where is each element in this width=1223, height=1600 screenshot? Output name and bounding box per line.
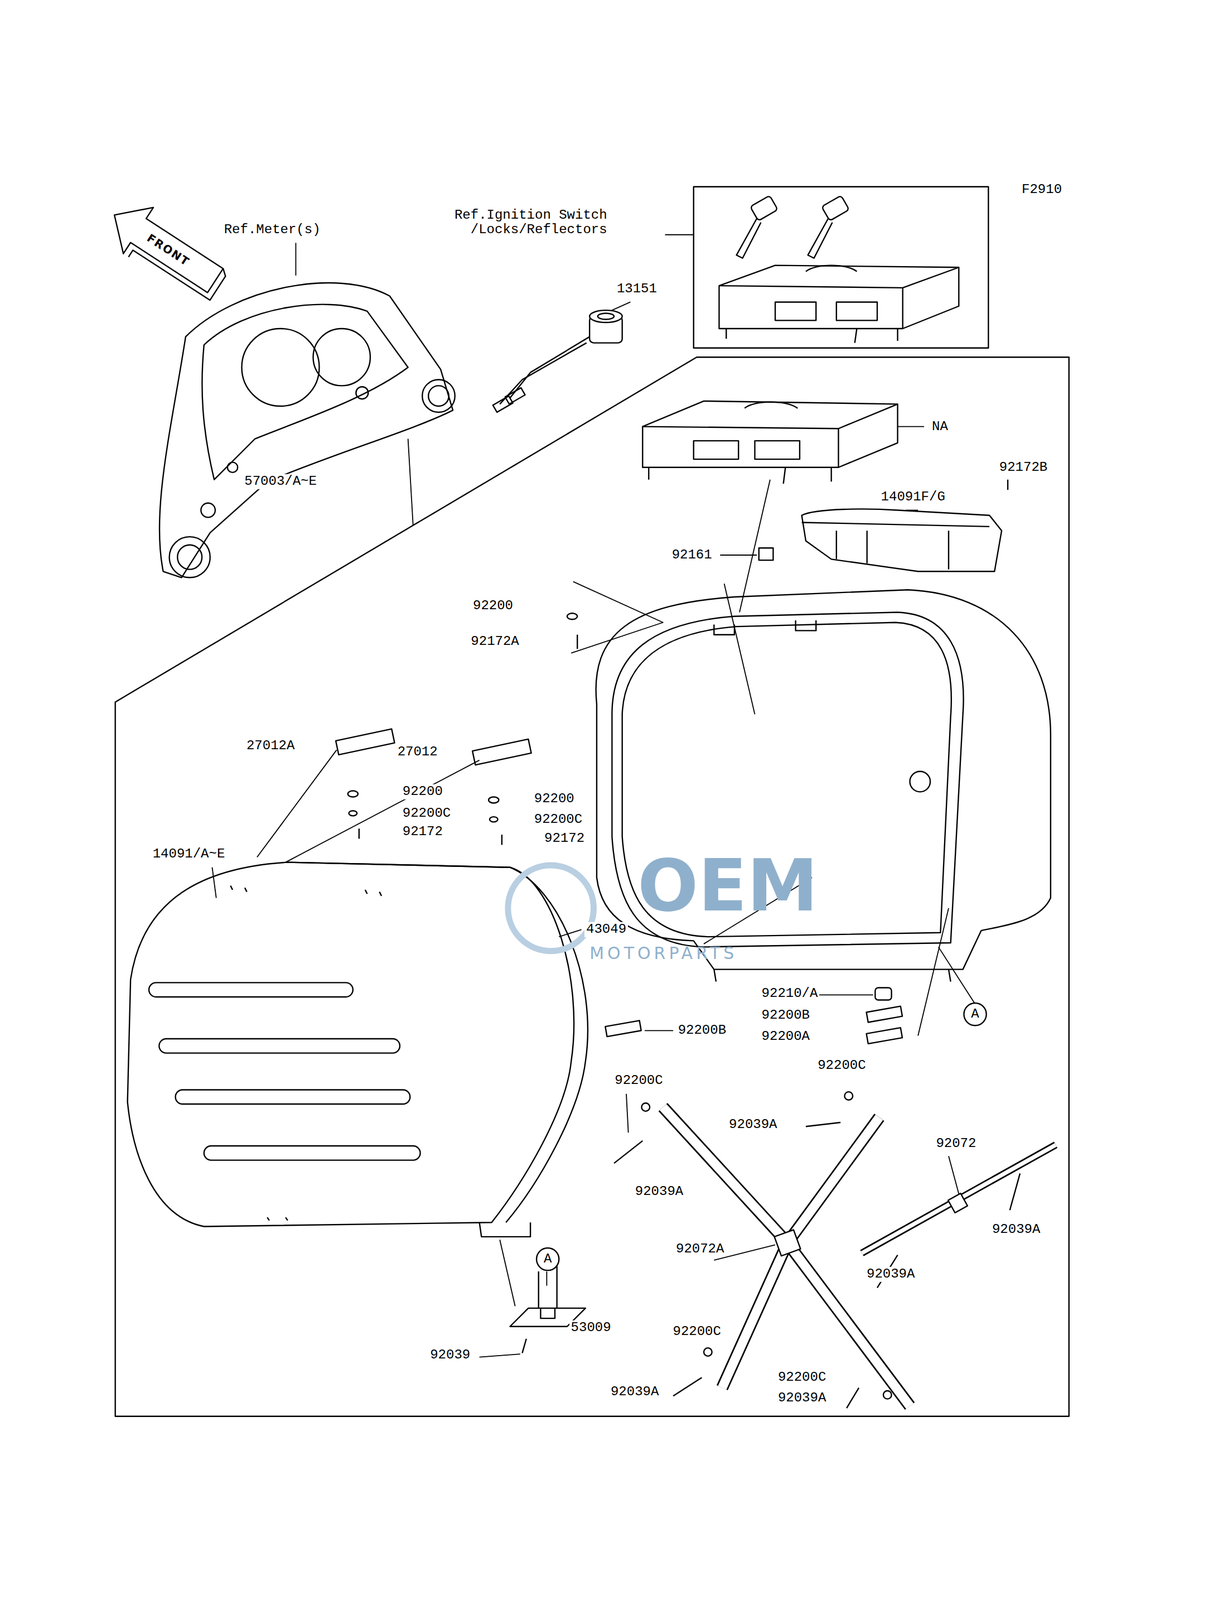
circle-marker-letter: A (970, 1006, 979, 1022)
key-pair (736, 195, 850, 258)
saddlebag-body (596, 589, 1051, 981)
callout-number: NA (930, 418, 950, 434)
callout-number: 27012 (395, 744, 440, 760)
watermark-logo (508, 864, 594, 951)
callout-number: 92039A (776, 1390, 828, 1405)
callout-number: 53009 (569, 1319, 613, 1334)
callout-number: 92039A (608, 1384, 661, 1399)
figure-code: F2910 (1020, 182, 1064, 197)
reference-note: Ref.Meter(s) (222, 221, 323, 237)
callout-number: 92172 (542, 830, 587, 846)
leader-line (211, 234, 975, 1357)
watermark: OEM (637, 856, 819, 914)
callout-number: 92039A (633, 1183, 685, 1199)
callout-number: 57003/A~E (242, 474, 319, 489)
callout-number: 92200B (760, 1007, 812, 1023)
callout-number: 92172 (400, 823, 445, 839)
callout-number: 92172B (997, 459, 1050, 475)
bracket-part (335, 728, 395, 755)
circle-marker (963, 1002, 986, 1026)
circle-marker-letter: A (543, 1251, 552, 1266)
group-frame (115, 356, 1070, 1416)
callout-number: 92210/A (760, 985, 820, 1001)
callout-number: 92200C (670, 1323, 723, 1339)
callout-number: 92072 (934, 1136, 978, 1151)
reference-note: Ref.Ignition Switch /Locks/Reflectors (448, 207, 609, 238)
callout-number: 92172A (469, 634, 521, 649)
circle-marker (536, 1247, 559, 1270)
callout-number: 92200A (760, 1028, 812, 1044)
cover-part (801, 508, 1002, 572)
nut-part (875, 987, 892, 1000)
watermark: MOTORPARTS (589, 943, 738, 963)
callout-number: 92200C (776, 1369, 828, 1385)
lock-unit (718, 265, 959, 343)
lock-unit (642, 400, 898, 484)
callout-number: 43049 (584, 921, 628, 937)
reference-frame (693, 186, 989, 348)
callout-number: 92200B (676, 1022, 728, 1038)
plate-part (605, 1020, 641, 1037)
callout-number: 13151 (615, 281, 659, 296)
callout-number: 27012A (244, 738, 297, 753)
callout-number: 92039 (428, 1347, 472, 1362)
callout-number: 14091/A~E (151, 846, 227, 862)
socket-part (492, 310, 623, 413)
bracket-part (510, 1264, 586, 1327)
gasket-line (287, 862, 588, 1223)
meter-panel (159, 282, 456, 578)
callout-number: 92161 (670, 547, 714, 563)
small-part (759, 547, 774, 560)
plate-part (866, 1027, 903, 1044)
callout-number: 92039A (990, 1221, 1042, 1237)
fastener (347, 479, 1021, 1408)
callout-number: 92200C (400, 805, 453, 821)
callout-number: 92200 (400, 784, 445, 799)
callout-number: 14091F/G (879, 489, 947, 505)
callout-number: 92200C (815, 1057, 868, 1072)
plate-part (866, 1006, 903, 1023)
callout-number: 92072A (674, 1241, 726, 1256)
saddlebag-lid (127, 862, 588, 1237)
direction-label: FRONT (143, 230, 194, 270)
bracket-part (472, 738, 532, 765)
callout-number: 92200 (471, 598, 515, 613)
callout-number: 92200C (532, 811, 584, 827)
callout-number: 92039A (864, 1266, 917, 1281)
front-arrow (99, 191, 236, 307)
strap-part (663, 1107, 1056, 1406)
callout-number: 92039A (727, 1116, 779, 1131)
callout-number: 92200 (532, 791, 577, 806)
callout-number: 92200C (612, 1072, 665, 1088)
